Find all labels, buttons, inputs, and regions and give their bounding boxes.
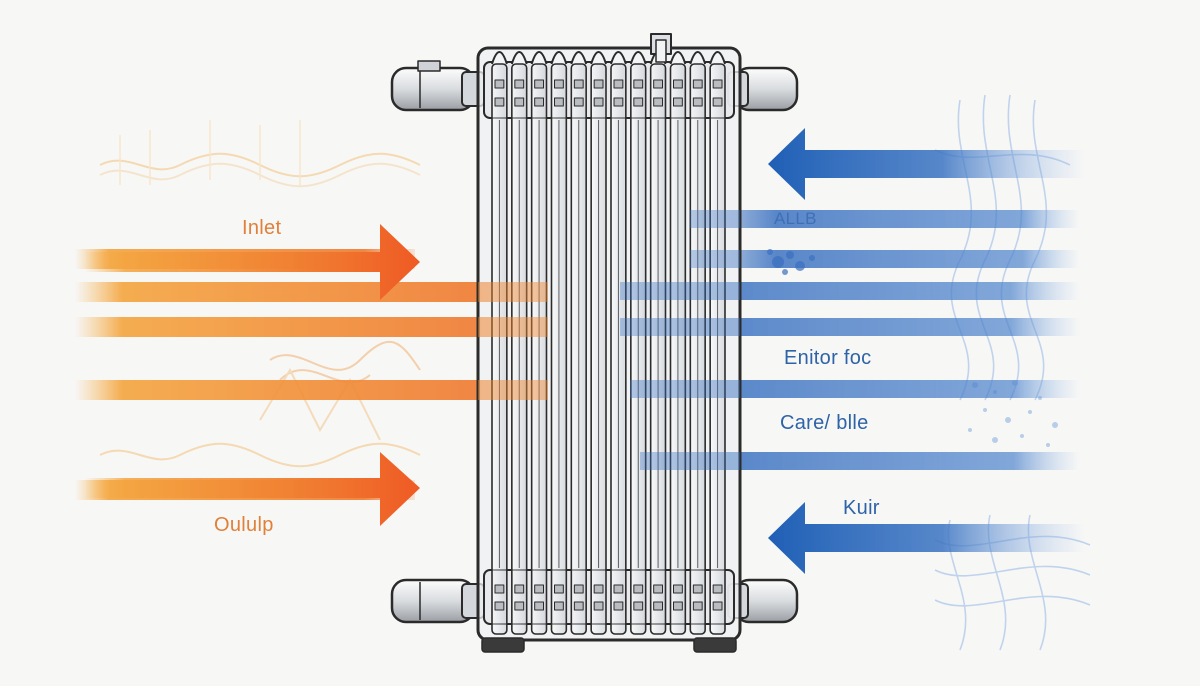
radiator-slot <box>613 601 624 611</box>
radiator-icon <box>390 33 799 653</box>
orange-arrow-icon <box>85 452 420 526</box>
radiator-fin-crest <box>590 51 607 65</box>
radiator-slot <box>613 79 624 89</box>
radiator-slot <box>534 601 545 611</box>
radiator-slot <box>573 584 584 594</box>
radiator-slot <box>573 97 584 107</box>
radiator-slot <box>692 601 703 611</box>
radiator-slot <box>593 584 604 594</box>
radiator-slot <box>613 97 624 107</box>
cool-wave-texture <box>934 94 1091 651</box>
radiator-fin-crest <box>550 51 568 65</box>
radiator-slot <box>514 584 525 594</box>
radiator-slot <box>494 97 505 107</box>
radiator-slot <box>712 97 723 107</box>
mid-right-label-2: Care/ blle <box>780 412 869 434</box>
radiator-fin-crest <box>491 51 508 65</box>
pipe-connector-icon <box>390 60 485 112</box>
radiator-slot <box>593 97 604 107</box>
radiator-slot <box>692 584 703 594</box>
radiator-fin-crest <box>570 51 588 65</box>
warm-flow-stripes <box>75 249 545 500</box>
blue-arrow-icon <box>768 502 1085 574</box>
radiator-fin-crest <box>669 51 687 65</box>
radiator-slot <box>692 97 703 107</box>
radiator-fin-crest <box>629 51 647 65</box>
radiator-slot <box>673 584 683 594</box>
blue-arrow-icon <box>768 128 1085 200</box>
radiator-slot <box>653 584 664 594</box>
radiator-slot <box>554 601 564 611</box>
radiator-slot <box>494 601 505 611</box>
top-right-label: ALLB <box>774 209 817 228</box>
radiator-fin-crest <box>510 51 528 65</box>
radiator-slot <box>514 601 525 611</box>
radiator-slot <box>494 584 505 594</box>
radiator-slot <box>573 601 584 611</box>
radiator-slot <box>633 79 644 89</box>
mid-right-label-1: Enitor foc <box>784 347 872 369</box>
radiator-fins <box>491 51 726 635</box>
radiator-slot <box>573 79 584 89</box>
radiator-fin-crest <box>530 51 548 65</box>
bottom-right-label: Kuir <box>843 497 880 519</box>
radiator-slot <box>534 584 545 594</box>
cool-splash <box>767 249 815 275</box>
radiator-slot <box>633 97 644 107</box>
radiator-slot <box>673 97 683 107</box>
radiator-slot <box>712 79 723 89</box>
radiator-slot <box>613 584 624 594</box>
radiator-slot <box>633 584 644 594</box>
orange-arrow-icon <box>85 224 420 300</box>
radiator-slot <box>494 79 505 89</box>
radiator-slot <box>593 601 604 611</box>
inlet-label: Inlet <box>242 217 282 239</box>
radiator-fin-crest <box>610 51 627 65</box>
radiator-slot <box>653 97 664 107</box>
radiator-slot <box>593 79 604 89</box>
radiator-slot <box>653 79 664 89</box>
radiator-slot <box>653 601 664 611</box>
radiator-fin-crest <box>709 51 726 65</box>
radiator-fin-crest <box>689 51 707 65</box>
radiator-slot <box>633 601 644 611</box>
radiator-slot <box>554 584 564 594</box>
cool-flow-overlay <box>620 210 740 470</box>
radiator-slot <box>692 79 703 89</box>
radiator-slot <box>534 97 545 107</box>
radiator-slot <box>534 79 545 89</box>
radiator-slot <box>712 601 723 611</box>
pipe-connector-icon <box>390 578 485 624</box>
radiator-slot <box>554 79 564 89</box>
radiator-slot <box>673 79 683 89</box>
radiator-slot <box>673 601 683 611</box>
radiator-slot <box>712 584 723 594</box>
output-label: Oululp <box>214 514 274 536</box>
radiator-slot <box>514 79 525 89</box>
warm-wave-texture <box>99 120 421 468</box>
radiator-slot <box>554 97 564 107</box>
warm-flow-overlay <box>478 282 548 400</box>
radiator-slot <box>514 97 525 107</box>
